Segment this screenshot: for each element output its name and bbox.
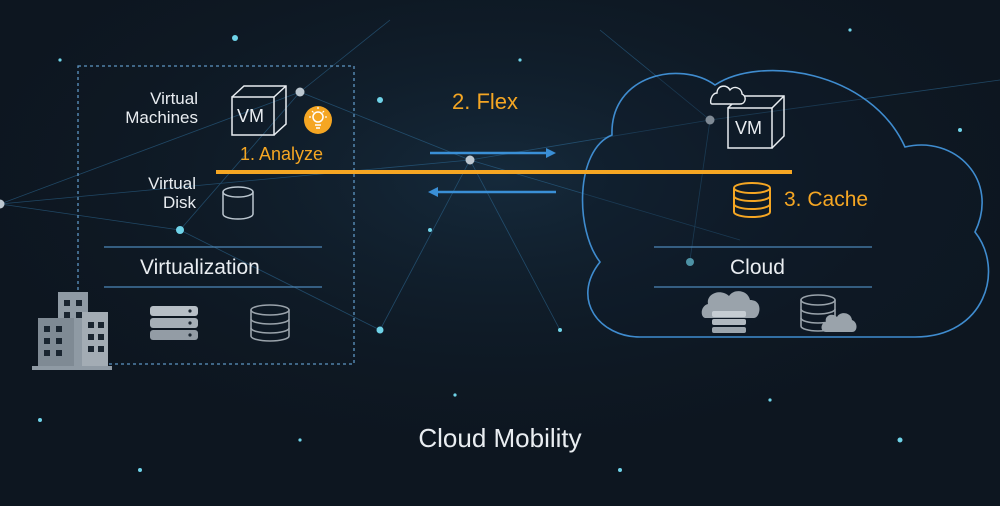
lightbulb-icon	[304, 106, 332, 134]
star-dots	[38, 28, 962, 472]
on-prem-vm-box	[231, 85, 287, 136]
cloud-label: Cloud	[730, 256, 785, 279]
network-nodes	[0, 87, 715, 209]
on-prem-vm-label: VM	[237, 106, 264, 126]
cloud-server-icon	[701, 291, 760, 333]
virtual-machines-label-line1: Virtual	[150, 89, 198, 108]
cloud-vm-label: VM	[735, 118, 762, 138]
diagram-title: Cloud Mobility	[418, 423, 582, 453]
network-mesh	[0, 19, 1000, 331]
disk-icon	[222, 186, 254, 220]
cloud-icon	[709, 85, 746, 105]
virtual-machines-label-line2: Machines	[125, 107, 198, 127]
divider-lines	[104, 246, 872, 288]
cloud-outline	[581, 69, 990, 338]
server-icon	[150, 306, 198, 340]
database-icon	[250, 304, 290, 342]
building-icon	[32, 292, 112, 370]
cache-database-icon	[733, 182, 771, 218]
virtual-disk-label-line2: Disk	[162, 192, 196, 212]
virtual-machines-label: Virtual Machines	[118, 89, 198, 127]
virtualization-label: Virtualization	[140, 256, 260, 279]
virtual-disk-label-line1: Virtual	[148, 174, 196, 193]
flex-arrows	[428, 148, 556, 197]
on-premises-box	[77, 65, 355, 365]
cloud-database-icon	[800, 294, 857, 332]
step-cache-label: 3. Cache	[784, 188, 869, 211]
virtual-disk-label: Virtual Disk	[118, 174, 196, 212]
step-flex-label: 2. Flex	[452, 89, 519, 114]
step-analyze-label: 1. Analyze	[240, 144, 324, 164]
